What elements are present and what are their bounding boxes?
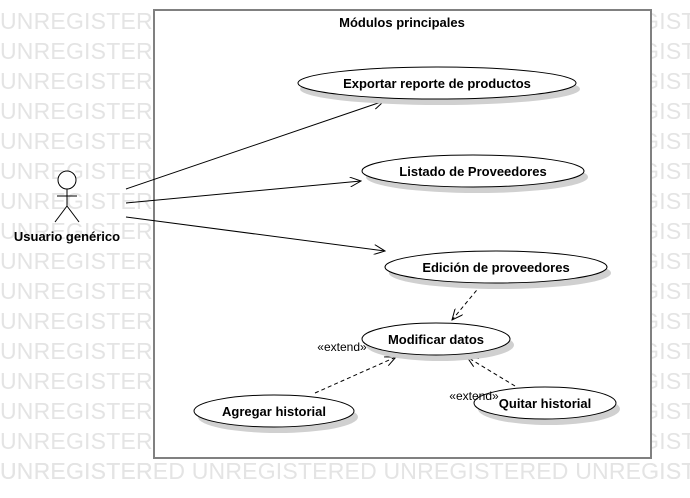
association-edit <box>125 216 385 251</box>
use-case-export-shape <box>297 66 577 100</box>
watermark-row: UNREGISTERED UNREGISTERED UNREGISTERED U… <box>0 458 690 484</box>
use-case-list-shape <box>361 154 585 188</box>
association-export <box>125 101 384 190</box>
dependency-edit-modify <box>452 284 482 320</box>
watermark-row: UNREGISTERED UNREGISTERED UNREGISTERED U… <box>0 248 690 274</box>
watermark-row: UNREGISTERED UNREGISTERED UNREGISTERED U… <box>0 308 690 334</box>
use-case-edit-shape <box>384 250 608 284</box>
use-case-modify[interactable]: Modificar datos <box>361 322 514 361</box>
actor-leg-left <box>54 205 68 223</box>
watermark-row: UNREGISTERED UNREGISTERED UNREGISTERED U… <box>0 8 690 34</box>
watermark-row: UNREGISTERED UNREGISTERED UNREGISTERED U… <box>0 428 690 454</box>
use-case-remove-history[interactable]: Quitar historial <box>473 386 620 425</box>
watermark-row: UNREGISTERED UNREGISTERED UNREGISTERED U… <box>0 458 690 484</box>
actor-figure[interactable] <box>54 170 80 223</box>
use-case-export[interactable]: Exportar reporte de productos <box>297 66 580 105</box>
association-list <box>125 181 361 204</box>
watermark-row: UNREGISTERED UNREGISTERED UNREGISTERED U… <box>0 128 690 154</box>
use-case-add-history-shape <box>193 394 355 428</box>
use-case-add-history-label: Agregar historial <box>222 404 326 419</box>
system-boundary[interactable] <box>153 9 652 459</box>
actor-leg-right <box>66 205 80 223</box>
watermark-row: UNREGISTERED UNREGISTERED UNREGISTERED U… <box>0 428 690 454</box>
system-title: Módulos principales <box>339 15 465 30</box>
watermark-row: UNREGISTERED UNREGISTERED UNREGISTERED U… <box>0 278 690 304</box>
use-case-remove-history-shape <box>473 386 617 420</box>
watermark-row: UNREGISTERED UNREGISTERED UNREGISTERED U… <box>0 458 690 484</box>
watermark-row: UNREGISTERED UNREGISTERED UNREGISTERED U… <box>0 68 690 94</box>
watermark-row: UNREGISTERED UNREGISTERED UNREGISTERED U… <box>0 68 690 94</box>
watermark-row: UNREGISTERED UNREGISTERED UNREGISTERED U… <box>0 398 690 424</box>
watermark-row: UNREGISTERED UNREGISTERED UNREGISTERED U… <box>0 38 690 64</box>
watermark-row: UNREGISTERED UNREGISTERED UNREGISTERED U… <box>0 338 690 364</box>
dependency-add-history <box>314 357 396 394</box>
watermark-row: UNREGISTERED UNREGISTERED UNREGISTERED U… <box>0 98 690 124</box>
use-case-edit-label: Edición de proveedores <box>422 260 569 275</box>
watermark-row: UNREGISTERED UNREGISTERED UNREGISTERED U… <box>0 218 690 244</box>
watermark-row: UNREGISTERED UNREGISTERED UNREGISTERED U… <box>0 38 690 64</box>
watermark-row: UNREGISTERED UNREGISTERED UNREGISTERED U… <box>0 368 690 394</box>
dependency-remove-history <box>467 357 516 387</box>
use-case-add-history[interactable]: Agregar historial <box>193 394 358 433</box>
use-case-remove-history-label: Quitar historial <box>499 396 591 411</box>
use-case-edit[interactable]: Edición de proveedores <box>384 250 611 289</box>
use-case-export-label: Exportar reporte de productos <box>343 76 531 91</box>
actor-head <box>57 170 77 190</box>
watermark-row: UNREGISTERED UNREGISTERED UNREGISTERED U… <box>0 158 690 184</box>
watermark-row: UNREGISTERED UNREGISTERED UNREGISTERED U… <box>0 188 690 214</box>
watermark-row: UNREGISTERED UNREGISTERED UNREGISTERED U… <box>0 308 690 334</box>
watermark-row: UNREGISTERED UNREGISTERED UNREGISTERED U… <box>0 398 690 424</box>
use-case-list[interactable]: Listado de Proveedores <box>361 154 588 193</box>
watermark-row: UNREGISTERED UNREGISTERED UNREGISTERED U… <box>0 158 690 184</box>
watermark-row: UNREGISTERED UNREGISTERED UNREGISTERED U… <box>0 8 690 34</box>
watermark-row: UNREGISTERED UNREGISTERED UNREGISTERED U… <box>0 128 690 154</box>
use-case-list-label: Listado de Proveedores <box>399 164 546 179</box>
watermark-row: UNREGISTERED UNREGISTERED UNREGISTERED U… <box>0 248 690 274</box>
extend-label-right: «extend» <box>449 389 499 403</box>
actor-label: Usuario genérico <box>14 229 120 244</box>
watermark-row: UNREGISTERED UNREGISTERED UNREGISTERED U… <box>0 278 690 304</box>
watermark-row: UNREGISTERED UNREGISTERED UNREGISTERED U… <box>0 188 690 214</box>
watermark-row: UNREGISTERED UNREGISTERED UNREGISTERED U… <box>0 338 690 364</box>
watermark-row: UNREGISTERED UNREGISTERED UNREGISTERED U… <box>0 368 690 394</box>
watermark-row: UNREGISTERED UNREGISTERED UNREGISTERED U… <box>0 98 690 124</box>
extend-label-left: «extend» <box>317 340 367 354</box>
use-case-modify-shape <box>361 322 511 356</box>
use-case-modify-label: Modificar datos <box>388 332 484 347</box>
watermark-row: UNREGISTERED UNREGISTERED UNREGISTERED U… <box>0 218 690 244</box>
